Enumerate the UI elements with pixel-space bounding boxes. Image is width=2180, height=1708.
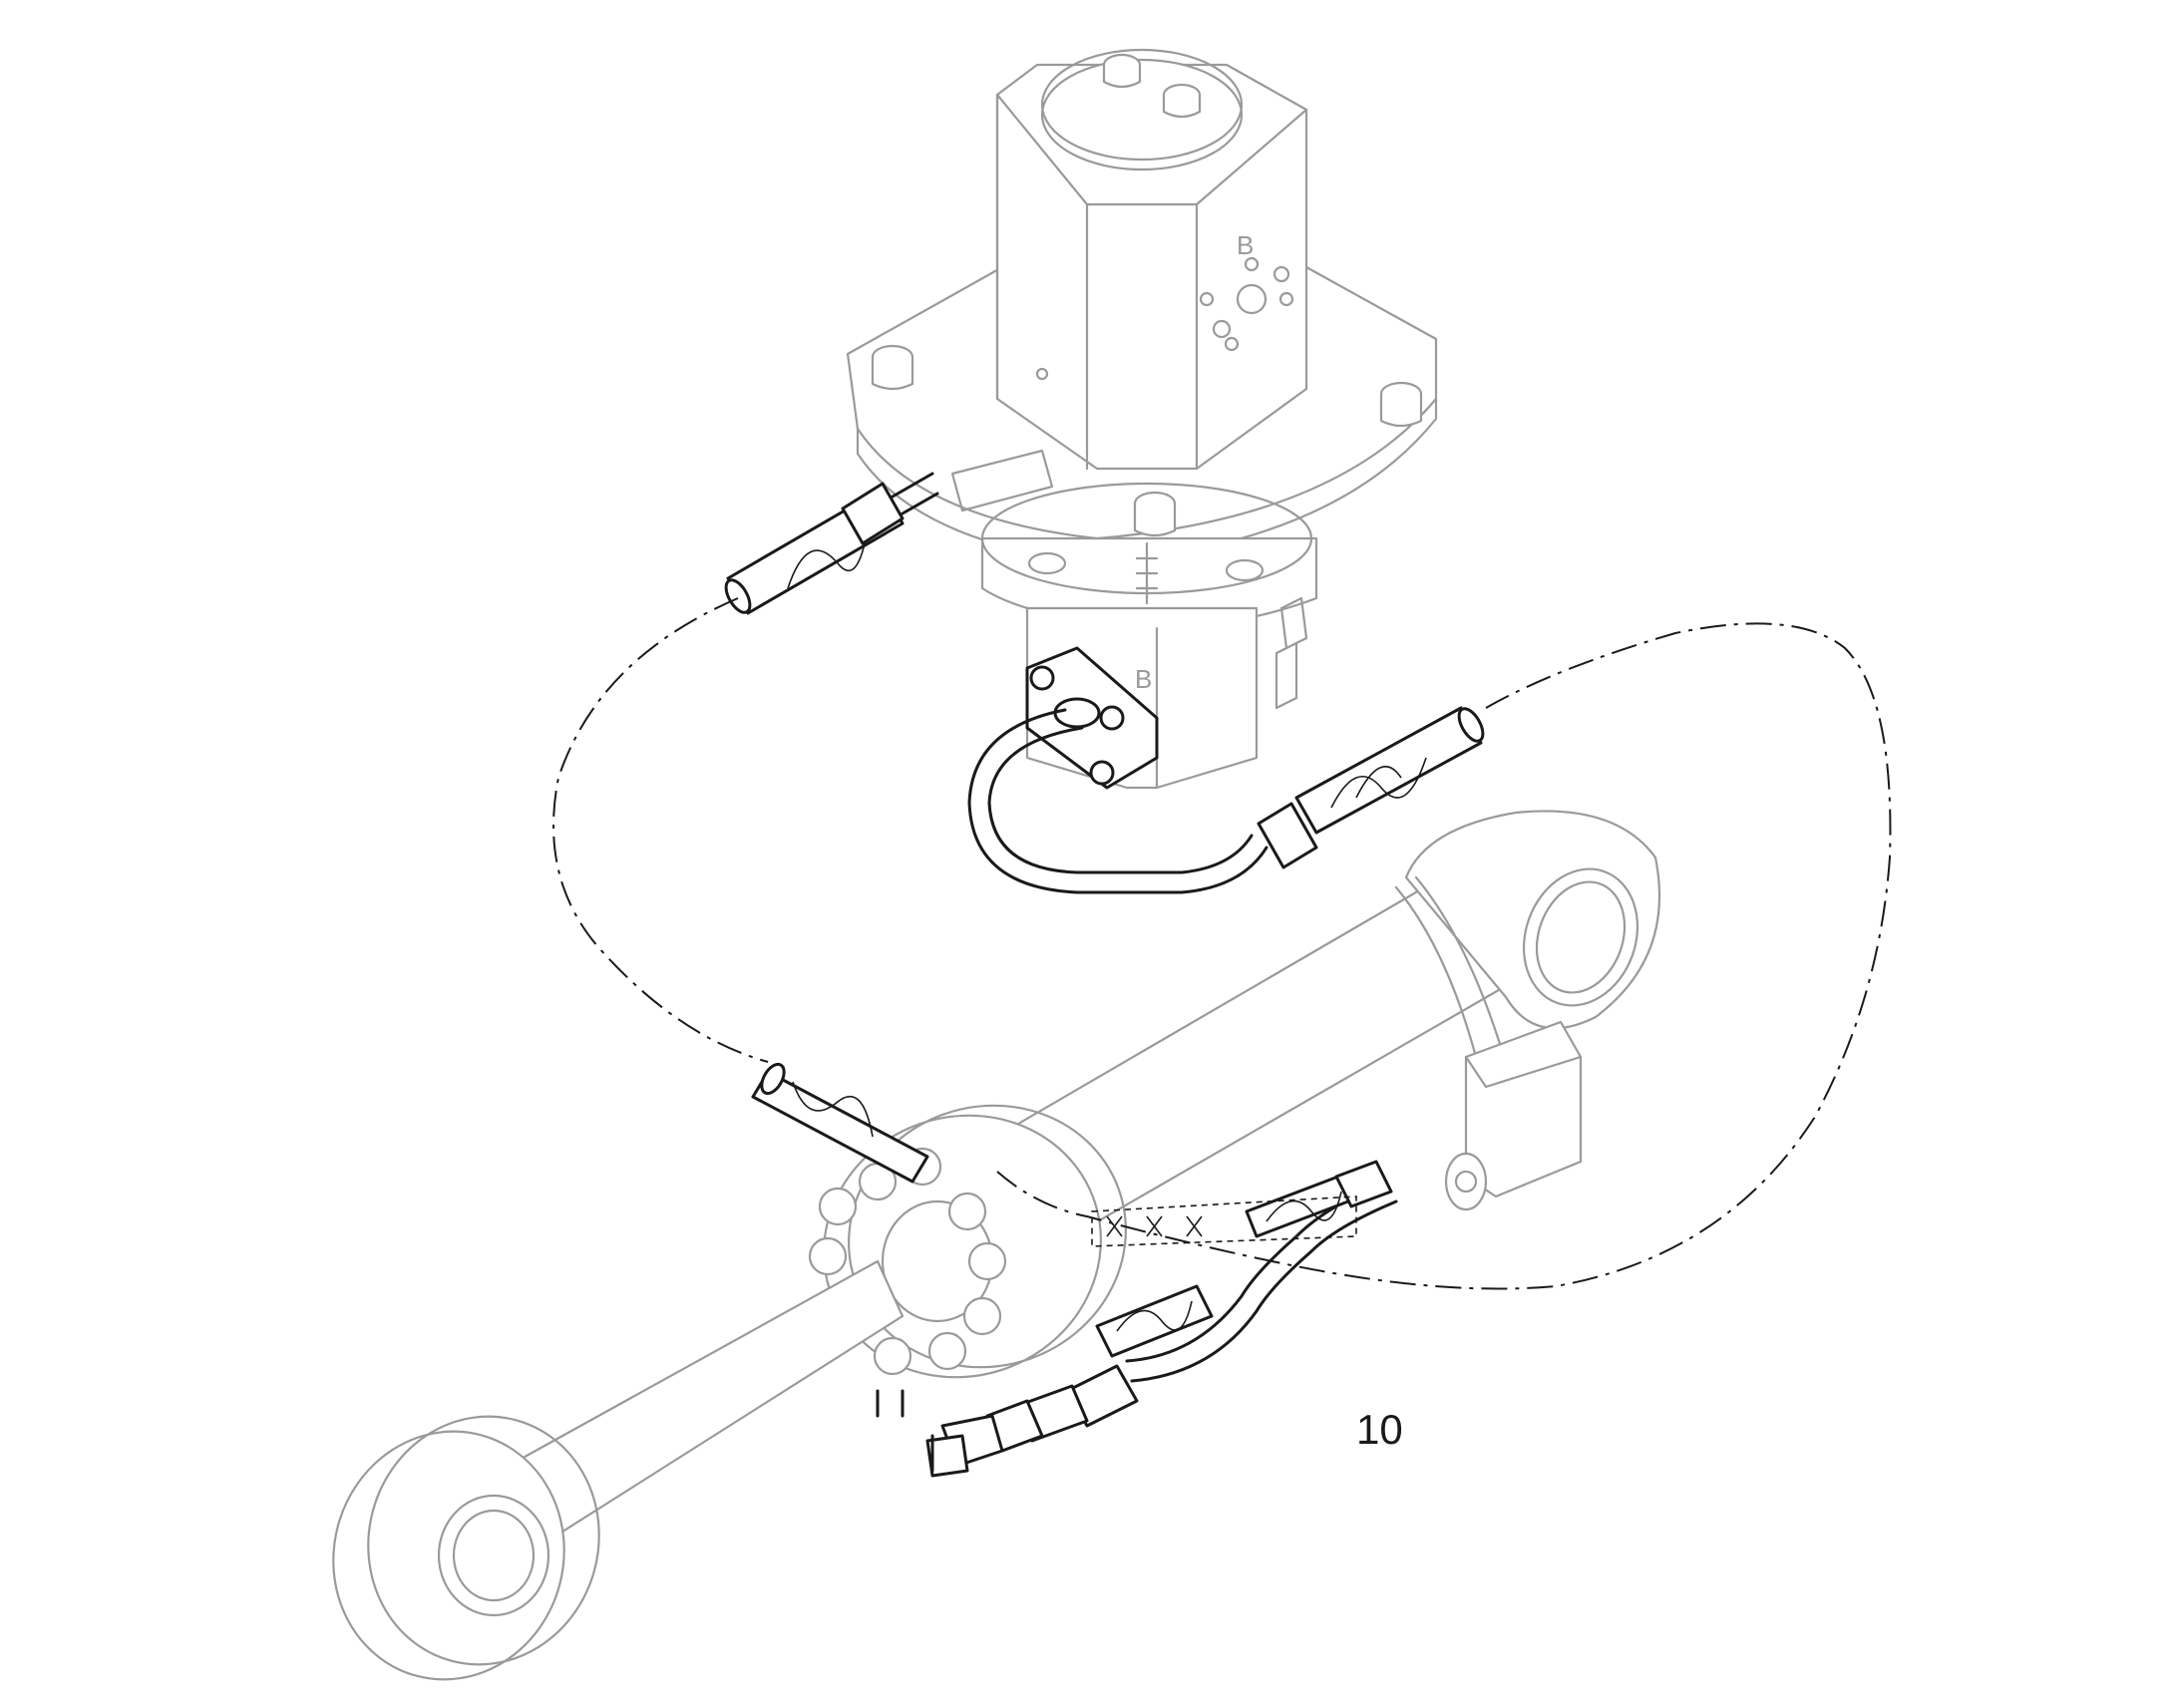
flange-bolt-left bbox=[871, 344, 914, 391]
rod-eye bbox=[332, 1415, 600, 1681]
hose-routing-line-left bbox=[552, 597, 769, 1063]
piston-rod bbox=[507, 1259, 905, 1542]
valve-body: B bbox=[995, 48, 1308, 471]
split-flange-clamp bbox=[1025, 646, 1159, 790]
hidden-hose-crosses bbox=[1106, 1215, 1203, 1237]
hydraulic-cylinder bbox=[925, 810, 1661, 1258]
port-mark-b-upper: B bbox=[1237, 230, 1254, 260]
hose-segment-upper-right bbox=[1294, 706, 1485, 835]
callout-label-10: 10 bbox=[1356, 1406, 1403, 1453]
hose-routing-line-right bbox=[996, 622, 1892, 1290]
hose-segment-upper-left bbox=[724, 472, 939, 615]
port-mark-b-lower: B bbox=[1135, 664, 1152, 694]
hidden-hose-outline bbox=[1091, 1196, 1357, 1247]
flange-bolt-right bbox=[1379, 381, 1423, 428]
flange-bolt-front bbox=[1133, 491, 1177, 537]
u-bend-pipe bbox=[967, 708, 1318, 894]
hose-assembly-under-cylinder bbox=[876, 1160, 1398, 1478]
hose-segment-lower-left bbox=[751, 1062, 929, 1184]
valve-block-on-cylinder bbox=[1444, 1020, 1583, 1211]
